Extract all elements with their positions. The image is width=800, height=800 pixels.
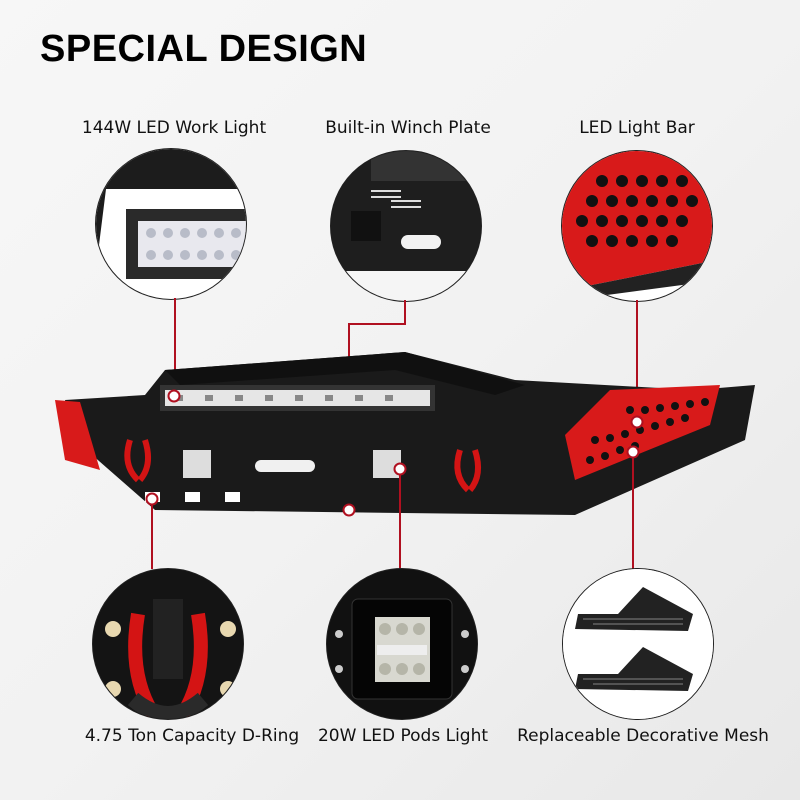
connector-line	[399, 474, 401, 569]
led-light-bar-closeup-icon	[95, 148, 247, 300]
hotspot-led-work-light	[167, 389, 181, 403]
connector-line	[404, 300, 406, 324]
page-title: SPECIAL DESIGN	[40, 28, 368, 70]
connector-line	[636, 300, 638, 420]
winch-plate-closeup-icon	[330, 150, 482, 302]
feature-label-led-pods: 20W LED Pods Light	[317, 726, 489, 746]
hotspot-led-light-bar	[630, 415, 644, 429]
d-ring-closeup-icon	[92, 568, 244, 720]
feature-label-led-light-bar: LED Light Bar	[579, 118, 695, 138]
feature-label-mesh: Replaceable Decorative Mesh	[517, 726, 769, 746]
red-mesh-closeup-icon	[561, 150, 713, 302]
feature-label-d-ring: 4.75 Ton Capacity D-Ring	[84, 726, 300, 746]
feature-label-winch-plate: Built-in Winch Plate	[325, 118, 491, 138]
mesh-panels-closeup-icon	[562, 568, 714, 720]
bumper-product-image	[55, 340, 755, 540]
feature-label-led-work-light: 144W LED Work Light	[81, 118, 267, 138]
hotspot-winch-plate	[342, 503, 356, 517]
led-pod-closeup-icon	[326, 568, 478, 720]
connector-line	[632, 457, 634, 569]
connector-line	[174, 298, 176, 394]
connector-line	[151, 504, 153, 569]
connector-line	[348, 323, 406, 325]
